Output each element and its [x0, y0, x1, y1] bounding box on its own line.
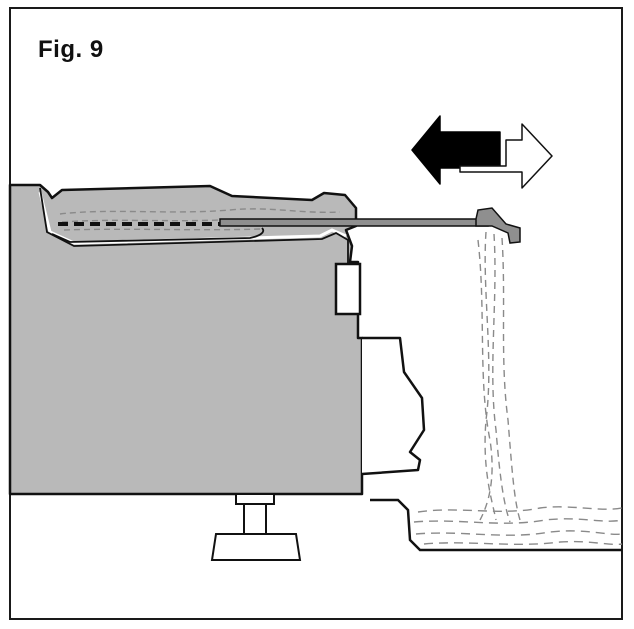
arrow-left-icon: [411, 115, 501, 185]
adjustable-foot: [210, 493, 302, 561]
drain-pipe-nozzle: [475, 207, 521, 244]
drain-pipe: [219, 218, 489, 227]
figure-label: Fig. 9: [38, 36, 104, 63]
hook-bracket-lower: [361, 336, 426, 476]
sink-basin: [370, 498, 622, 552]
hook-bracket-upper: [334, 262, 362, 316]
water-stream: [477, 231, 521, 523]
basin-water: [413, 506, 623, 546]
channel-water: [59, 208, 341, 231]
arrow-right-icon: [459, 123, 553, 189]
appliance-body: [8, 183, 364, 496]
channel-lip: [51, 227, 265, 243]
